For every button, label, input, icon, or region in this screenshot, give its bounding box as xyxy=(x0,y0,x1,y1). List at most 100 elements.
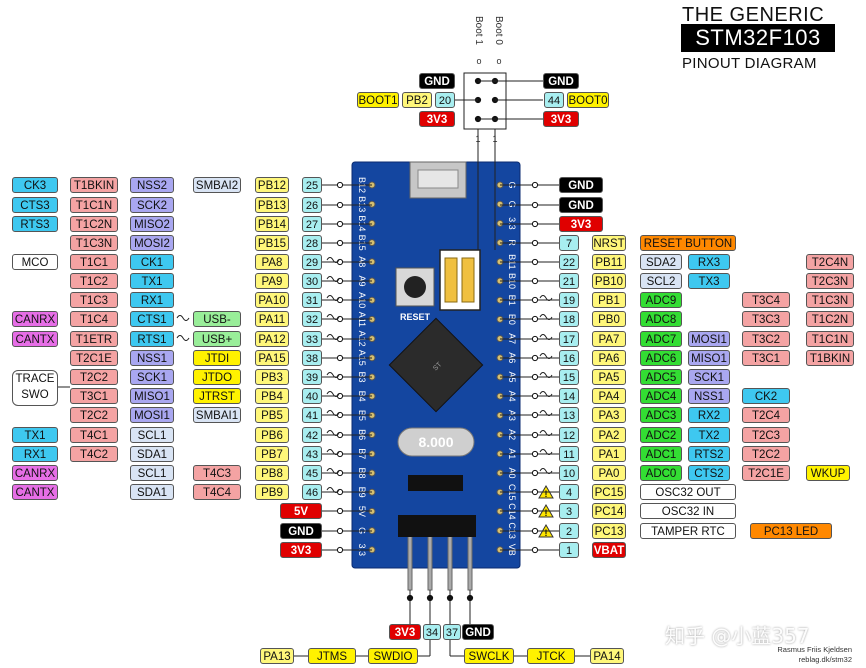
left-pin-label: 42 xyxy=(302,427,322,443)
five-volt-tolerant-mark xyxy=(326,430,340,436)
right-pin-dot xyxy=(531,373,539,381)
left-pin-label: 45 xyxy=(302,465,322,481)
mcu-chip xyxy=(388,317,484,413)
top-right-label: 3V3 xyxy=(543,111,579,127)
swd-right-label: PA14 xyxy=(590,648,624,664)
left-pin-label: CANTX xyxy=(12,331,58,347)
left-pin-label: PA12 xyxy=(255,331,289,347)
right-pin-label: 16 xyxy=(559,350,579,366)
left-pin-dot xyxy=(336,315,344,323)
right-pin-label: SCL2 xyxy=(640,273,682,289)
right-pin-label: NSS1 xyxy=(688,388,730,404)
right-power-label: 3V3 xyxy=(559,216,603,232)
right-pin-dot xyxy=(531,546,539,554)
right-pin-label: ADC0 xyxy=(640,465,682,481)
right-pin-label: MOSI1 xyxy=(688,331,730,347)
left-pin-label: PB9 xyxy=(255,484,289,500)
right-pin-label: PA4 xyxy=(592,388,626,404)
five-volt-tolerant-mark xyxy=(326,334,340,340)
right-pin-label: T2C4 xyxy=(742,407,790,423)
right-pin-label: 17 xyxy=(559,331,579,347)
svg-text:ST: ST xyxy=(432,361,444,373)
left-pin-dot xyxy=(336,220,344,228)
svg-text:!: ! xyxy=(545,489,548,499)
left-pin-label: T4C4 xyxy=(193,484,241,500)
left-pin-label: JTDO xyxy=(193,369,241,385)
usb-differential-mark xyxy=(176,315,190,321)
right-pin-label: 13 xyxy=(559,407,579,423)
left-pin-label: JTDI xyxy=(193,350,241,366)
top-left-label: GND xyxy=(419,73,455,89)
left-pin-label: USB- xyxy=(193,311,241,327)
top-right-label: GND xyxy=(543,73,579,89)
right-pin-label: ADC3 xyxy=(640,407,682,423)
left-pin-label: CTS3 xyxy=(12,197,58,213)
right-pin-label: 2 xyxy=(559,523,579,539)
left-pin-dot xyxy=(336,181,344,189)
right-pin-label: T2C4N xyxy=(806,254,854,270)
right-pin-label: 14 xyxy=(559,388,579,404)
reset-label: RESET xyxy=(400,312,431,322)
right-pin-label: T2C1E xyxy=(742,465,790,481)
svg-text:!: ! xyxy=(545,508,548,518)
left-pin-dot xyxy=(336,450,344,458)
right-pin-dot xyxy=(531,239,539,247)
boot0-jumper xyxy=(461,257,475,303)
left-pin-dot xyxy=(336,411,344,419)
right-pin-label: 21 xyxy=(559,273,579,289)
right-pin-label: ADC6 xyxy=(640,350,682,366)
right-pin-label: NRST xyxy=(592,235,626,251)
left-pin-label: T1ETR xyxy=(70,331,118,347)
title-line-2: STM32F103 xyxy=(681,24,835,52)
swd-right-label: SWCLK xyxy=(464,648,514,664)
right-pin-label: 3 xyxy=(559,503,579,519)
five-volt-tolerant-mark xyxy=(326,276,340,282)
left-pin-label: JTRST xyxy=(193,388,241,404)
five-volt-tolerant-mark xyxy=(326,257,340,263)
left-pin-label: SCK2 xyxy=(130,197,174,213)
left-pin-label: T1C1N xyxy=(70,197,118,213)
right-pin-label: T1BKIN xyxy=(806,350,854,366)
left-pin-dot xyxy=(336,258,344,266)
left-pin-label: RX1 xyxy=(12,446,58,462)
left-pin-label: SDA1 xyxy=(130,484,174,500)
crystal-label: 8.000 xyxy=(418,434,453,450)
right-pin-label: OSC32 OUT xyxy=(640,484,736,500)
left-pin-label: 33 xyxy=(302,331,322,347)
right-pin-label: T3C1 xyxy=(742,350,790,366)
right-pin-label: PA2 xyxy=(592,427,626,443)
left-pin-label: T2C1E xyxy=(70,350,118,366)
credit-author: Rasmus Friis Kjeldsen xyxy=(777,645,852,654)
right-pin-label: ADC7 xyxy=(640,331,682,347)
rtc-crystal xyxy=(408,475,463,491)
right-pin-dot xyxy=(531,335,539,343)
left-pin-label: T1BKIN xyxy=(70,177,118,193)
left-pin-label: RTS3 xyxy=(12,216,58,232)
right-pin-label: TX3 xyxy=(688,273,730,289)
left-pin-label: 28 xyxy=(302,235,322,251)
left-pin-label: T1C2N xyxy=(70,216,118,232)
right-pin-label: PA7 xyxy=(592,331,626,347)
left-pin-label: SMBAI1 xyxy=(193,407,241,423)
reset-button-cap xyxy=(404,276,426,298)
right-pin-label: ADC8 xyxy=(640,311,682,327)
left-pin-label: 26 xyxy=(302,197,322,213)
svg-text:!: ! xyxy=(545,528,548,538)
right-pin-dot xyxy=(531,527,539,535)
board-silk-right: 3.3 xyxy=(507,217,517,230)
top-left-label: 3V3 xyxy=(419,111,455,127)
right-pin-dot xyxy=(531,258,539,266)
left-pin-label: T4C3 xyxy=(193,465,241,481)
right-pin-dot xyxy=(531,431,539,439)
left-pin-label: 31 xyxy=(302,292,322,308)
right-pin-label: PC14 xyxy=(592,503,626,519)
left-pin-label: PB5 xyxy=(255,407,289,423)
left-pin-dot xyxy=(336,469,344,477)
right-pin-label: CTS2 xyxy=(688,465,730,481)
left-pin-label: 38 xyxy=(302,350,322,366)
left-pin-dot xyxy=(336,431,344,439)
right-pin-label: 12 xyxy=(559,427,579,443)
right-pin-label: TAMPER RTC xyxy=(640,523,736,539)
